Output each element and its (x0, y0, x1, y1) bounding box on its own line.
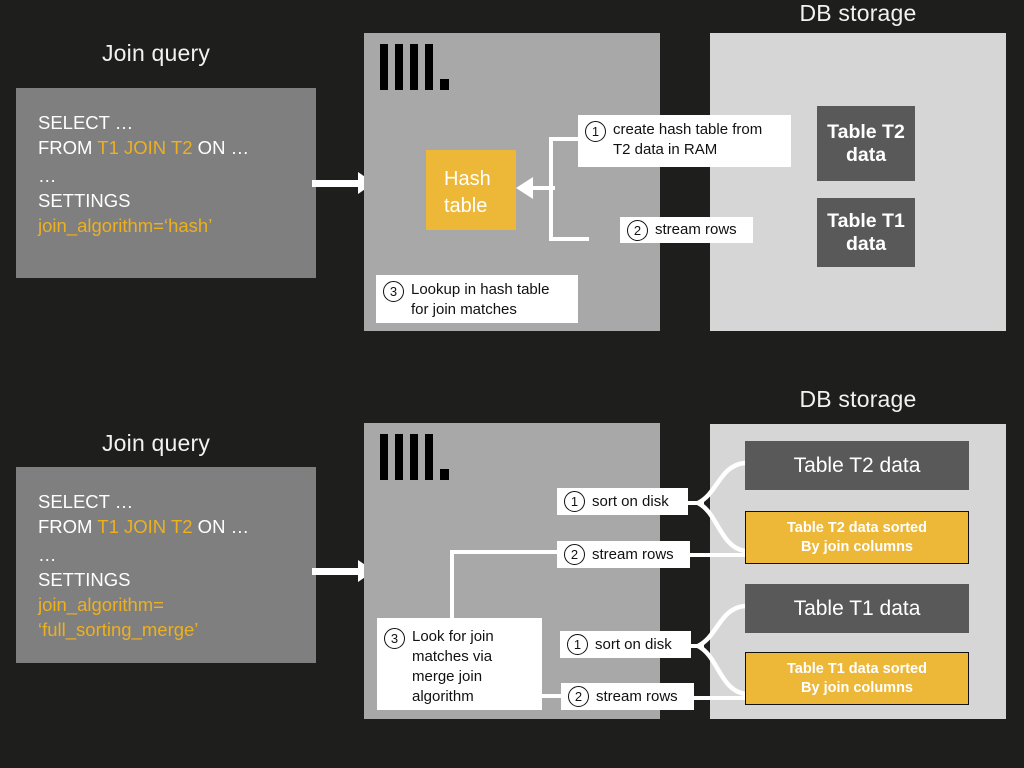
step-number-badge: 2 (568, 686, 589, 707)
hash-table-box: Hash table (426, 150, 516, 230)
bottom-join-query-title: Join query (101, 430, 211, 456)
step-number-badge: 2 (564, 544, 585, 565)
step-number-badge: 3 (383, 281, 404, 302)
bottom-query-line-3: … (38, 544, 57, 565)
step-number-badge: 1 (567, 634, 588, 655)
bottom-callout-step-2-t1: 2 stream rows (561, 683, 694, 710)
bottom-sorted-t1: Table T1 data sorted By join columns (745, 652, 969, 705)
top-query-line-3: … (38, 165, 57, 186)
top-table-t2-line-1: Table T2 (827, 120, 905, 143)
bottom-step1-t1-lead (686, 644, 704, 648)
top-query-on: ON … (192, 137, 250, 158)
top-query-join-expr: T1 JOIN T2 (97, 137, 193, 158)
top-table-t1-line-1: Table T1 (827, 209, 905, 232)
bottom-flow-arrow-shaft (312, 568, 360, 575)
top-table-t2-line-2: data (845, 143, 887, 166)
clickhouse-logo-icon (380, 434, 450, 480)
top-callout-1-line-1: create hash table from (613, 121, 763, 138)
bottom-query-on: ON … (192, 516, 250, 537)
top-callout-step-2: 2 stream rows (620, 217, 753, 243)
top-query-line-1: SELECT … (38, 112, 134, 133)
top-table-t2-data: Table T2 data (817, 106, 915, 181)
bottom-query-line-4: SETTINGS (38, 569, 131, 590)
hash-table-line-1: Hash (444, 168, 491, 190)
bottom-step1-t2-lead (686, 501, 704, 505)
clickhouse-logo-icon (380, 44, 450, 90)
bottom-connector-step2-upper (450, 550, 560, 554)
top-callout-step-1: 1 create hash table from T2 data in RAM (578, 115, 791, 167)
bottom-callout-3-line-1: Look for join (412, 628, 494, 645)
top-db-storage-title: DB storage (799, 0, 917, 26)
top-table-t1-data: Table T1 data (817, 198, 915, 267)
top-callout-2-label: stream rows (655, 221, 737, 238)
bottom-query-from: FROM (38, 516, 98, 537)
top-connector-step1-stub (549, 137, 589, 141)
bottom-table-t2-label: Table T2 data (793, 454, 921, 477)
bottom-table-t1-label: Table T1 data (793, 597, 921, 620)
top-callout-3-line-2: for join matches (411, 301, 517, 318)
bottom-callout-3-line-3: merge join (412, 668, 483, 685)
top-join-query-title: Join query (101, 40, 211, 66)
top-query-box: SELECT … FROM T1 JOIN T2 ON … … SETTINGS… (16, 88, 316, 278)
bottom-callout-step-1-t2: 1 sort on disk (557, 488, 688, 515)
top-hash-arrow-head (516, 177, 533, 199)
bottom-callout-step-1-t1: 1 sort on disk (560, 631, 691, 658)
bottom-callout-step-2-t2: 2 stream rows (557, 541, 690, 568)
top-query-from: FROM (38, 137, 98, 158)
bottom-query-line-2: FROM T1 JOIN T2 ON … (38, 514, 316, 539)
bottom-callout-step-3: 3 Look for join matches via merge join a… (377, 618, 542, 710)
step-number-badge: 1 (585, 121, 606, 142)
top-callout-1-line-2: T2 data in RAM (613, 141, 718, 158)
bottom-query-line-6: ‘full_sorting_merge’ (38, 619, 199, 640)
bottom-db-storage-title: DB storage (799, 386, 917, 412)
bottom-connector-vertical (450, 550, 454, 622)
top-query-line-2: FROM T1 JOIN T2 ON … (38, 135, 316, 160)
top-query-line-4: SETTINGS (38, 190, 131, 211)
top-callout-step-3: 3 Lookup in hash table for join matches (376, 275, 578, 323)
bottom-callout-3-line-4: algorithm (412, 688, 474, 705)
top-table-t1-line-2: data (845, 232, 887, 255)
hash-table-line-2: table (444, 195, 488, 217)
bottom-sorted-t2-line-1: Table T2 data sorted (787, 519, 927, 536)
bottom-callout-1-t2-label: sort on disk (592, 492, 669, 510)
step-number-badge: 2 (627, 219, 648, 241)
bottom-step2-t2-lead (686, 553, 748, 557)
bottom-query-line-1: SELECT … (38, 491, 134, 512)
bottom-sorted-t2-line-2: By join columns (801, 538, 913, 555)
bottom-step2-t1-lead (686, 696, 748, 700)
top-storage-panel (710, 33, 1006, 331)
bottom-callout-3-line-2: matches via (412, 648, 493, 665)
bottom-callout-2-t2-label: stream rows (592, 545, 674, 563)
top-flow-arrow-shaft (312, 180, 360, 187)
top-connector-to-hash (533, 186, 555, 190)
step-number-badge: 3 (384, 628, 405, 649)
bottom-query-box: SELECT … FROM T1 JOIN T2 ON … … SETTINGS… (16, 467, 316, 663)
bottom-query-join-expr: T1 JOIN T2 (97, 516, 193, 537)
top-query-line-5: join_algorithm=‘hash’ (38, 215, 213, 236)
bottom-sorted-t1-line-1: Table T1 data sorted (787, 660, 927, 677)
bottom-table-t2-data: Table T2 data (745, 441, 969, 490)
bottom-table-t1-data: Table T1 data (745, 584, 969, 633)
step-number-badge: 1 (564, 491, 585, 512)
bottom-callout-2-t1-label: stream rows (596, 687, 678, 705)
top-connector-step2-stub (549, 237, 589, 241)
top-callout-3-line-1: Lookup in hash table (411, 281, 550, 298)
bottom-callout-1-t1-label: sort on disk (595, 635, 672, 653)
bottom-connector-step2-lower (538, 694, 562, 698)
bottom-query-line-5: join_algorithm= (38, 594, 164, 615)
bottom-sorted-t1-line-2: By join columns (801, 679, 913, 696)
bottom-sorted-t2: Table T2 data sorted By join columns (745, 511, 969, 564)
